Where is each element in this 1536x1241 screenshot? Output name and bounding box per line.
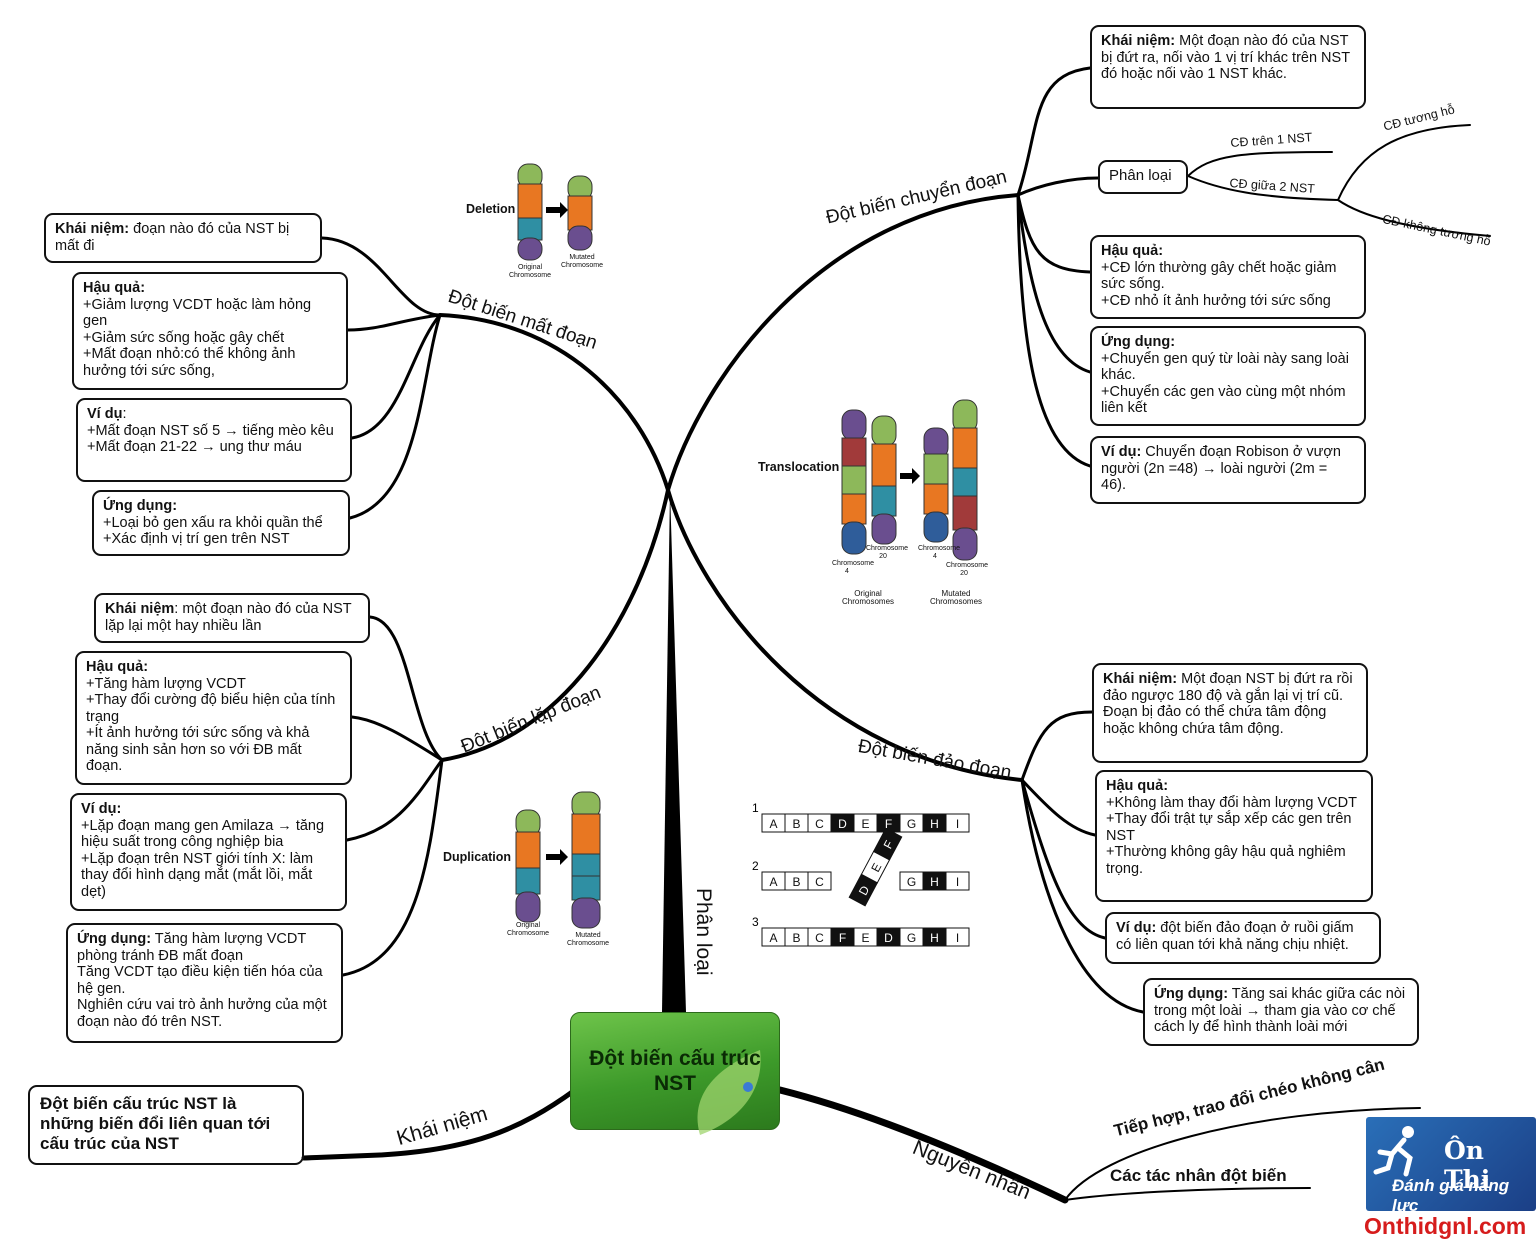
khai-niem-definition-box: Đột biến cấu trúc NST là những biến đổi … (28, 1085, 304, 1165)
inversion-gene-label: D (884, 931, 893, 945)
inversion-gene-label: H (930, 931, 939, 945)
dao-doan-ung-dung-box: Ứng dụng: Tăng sai khác giữa các nòi tro… (1143, 978, 1419, 1046)
deletion-original-caption: Original Chromosome (508, 264, 551, 279)
translocation-label: Translocation (758, 460, 840, 474)
inversion-gene-label: I (956, 931, 959, 945)
dao-doan-hau-qua-box: Hậu quả: +Không làm thay đổi hàm lượng V… (1095, 770, 1373, 902)
inversion-row-number: 3 (752, 915, 759, 929)
connector-nguyen-nhan (776, 1086, 1069, 1204)
translocation-mutated-caption: Mutated Chromosomes (930, 589, 983, 606)
logo-title: Ôn Thi (1444, 1136, 1491, 1194)
mat-doan-vi-du-box: Ví dụ: +Mất đoạn NST số 5 → tiếng mèo kê… (76, 398, 352, 482)
logo-subtitle: Đánh giá năng lực (1392, 1176, 1510, 1215)
inversion-gene-label: E (861, 817, 869, 831)
inversion-gene-label: C (815, 875, 824, 889)
inversion-gene-label: G (907, 931, 916, 945)
inversion-gene-cell (945, 927, 970, 947)
connector-khai-niem (301, 1087, 578, 1161)
connector-chuyen-doan (666, 193, 1020, 492)
dao-doan-khai-niem-box: Khái niệm: Một đoạn NST bị đứt ra rồi đả… (1092, 663, 1368, 763)
lap-doan-khai-niem-box: Khái niệm: một đoạn nào đó của NST lặp l… (94, 593, 370, 643)
inversion-gene-label: D (838, 817, 847, 831)
inversion-row-number: 1 (752, 801, 759, 815)
inversion-gene-label: C (815, 931, 824, 945)
chuyen-doan-khai-niem-box: Khái niệm: Một đoạn nào đó của NST bị đứ… (1090, 25, 1366, 109)
branch-phan-loai[interactable]: Phân loại (692, 888, 715, 976)
inversion-gene-label: A (769, 817, 777, 831)
lap-doan-ung-dung-box: Ứng dụng: Tăng hàm lượng VCDT phòng trán… (66, 923, 343, 1043)
inversion-gene-cell (807, 871, 832, 891)
mat-doan-khai-niem-box: Khái niệm: đoạn nào đó của NST bị mất đi (44, 213, 322, 263)
translocation-chrom4-a: Chromosome 4 (832, 560, 875, 575)
nguyen-nhan-item-2: Các tác nhân đột biến (1110, 1166, 1287, 1185)
mat-doan-ung-dung-box: Ứng dụng: +Loại bỏ gen xấu ra khỏi quần … (92, 490, 350, 556)
chuyen-doan-ung-dung-box: Ứng dụng: +Chuyển gen quý từ loài này sa… (1090, 326, 1366, 426)
chuyen-doan-vi-du-box: Ví dụ: Chuyển đoạn Robison ở vượn người … (1090, 436, 1366, 504)
inversion-gene-label: G (907, 817, 916, 831)
leaf-icon (697, 1050, 761, 1135)
inversion-gene-label: B (792, 931, 800, 945)
inversion-rotated-segment: DEF (848, 827, 903, 907)
deletion-mutated-caption: Mutated Chromosome (560, 254, 603, 269)
translocation-original-caption: Original Chromosomes (842, 589, 895, 606)
deletion-label: Deletion (466, 202, 516, 216)
inversion-gene-cell (945, 813, 970, 833)
dao-doan-vi-du-box: Ví dụ: đột biến đảo đoạn ở ruồi giấm có … (1105, 912, 1381, 964)
deletion-figure (517, 163, 593, 261)
connector-lap-doan (440, 488, 670, 762)
inversion-gene-label: A (769, 875, 777, 889)
inversion-gene-label: F (885, 817, 892, 831)
chuyen-doan-phan-loai-box[interactable]: Phân loại (1098, 160, 1188, 194)
brand-logo[interactable] (1366, 1117, 1536, 1211)
translocation-chrom20-a: Chromosome 20 (866, 545, 909, 560)
translocation-chrom4-b: Chromosome 4 (918, 545, 961, 560)
inversion-gene-label: G (907, 875, 916, 889)
translocation-chrom20-b: Chromosome 20 (946, 562, 989, 577)
inversion-gene-label: F (839, 931, 846, 945)
inversion-gene-label: H (930, 875, 939, 889)
inversion-gene-label: A (769, 931, 777, 945)
inversion-row-number: 2 (752, 859, 759, 873)
runner-icon (1373, 1126, 1414, 1177)
connector-phan-loai-trunk (662, 490, 686, 1012)
inversion-gene-label: I (956, 875, 959, 889)
connector-mat-doan (438, 313, 670, 492)
lap-doan-hau-qua-box: Hậu quả: +Tăng hàm lượng VCDT +Thay đổi … (75, 651, 352, 785)
chuyen-doan-hau-qua-box: Hậu quả: +CĐ lớn thường gây chết hoặc gi… (1090, 235, 1366, 319)
duplication-original-caption: Original Chromosome (506, 922, 549, 937)
mat-doan-hau-qua-box: Hậu quả: +Giảm lượng VCDT hoặc làm hỏng … (72, 272, 348, 390)
inversion-gene-label: E (861, 931, 869, 945)
logo-site[interactable]: Onthidgnl.com (1364, 1213, 1527, 1239)
inversion-gene-label: C (815, 817, 824, 831)
inversion-gene-label: B (792, 875, 800, 889)
duplication-mutated-caption: Mutated Chromosome (566, 932, 609, 947)
duplication-figure (515, 791, 601, 929)
connector-dao-doan (666, 488, 1024, 782)
duplication-label: Duplication (443, 850, 512, 864)
inversion-gene-cell (945, 871, 970, 891)
lap-doan-vi-du-box: Ví dụ: +Lặp đoạn mang gen Amilaza → tăng… (70, 793, 347, 911)
inversion-gene-label: H (930, 817, 939, 831)
translocation-figure (841, 399, 978, 561)
inversion-gene-label: B (792, 817, 800, 831)
inversion-gene-label: I (956, 817, 959, 831)
